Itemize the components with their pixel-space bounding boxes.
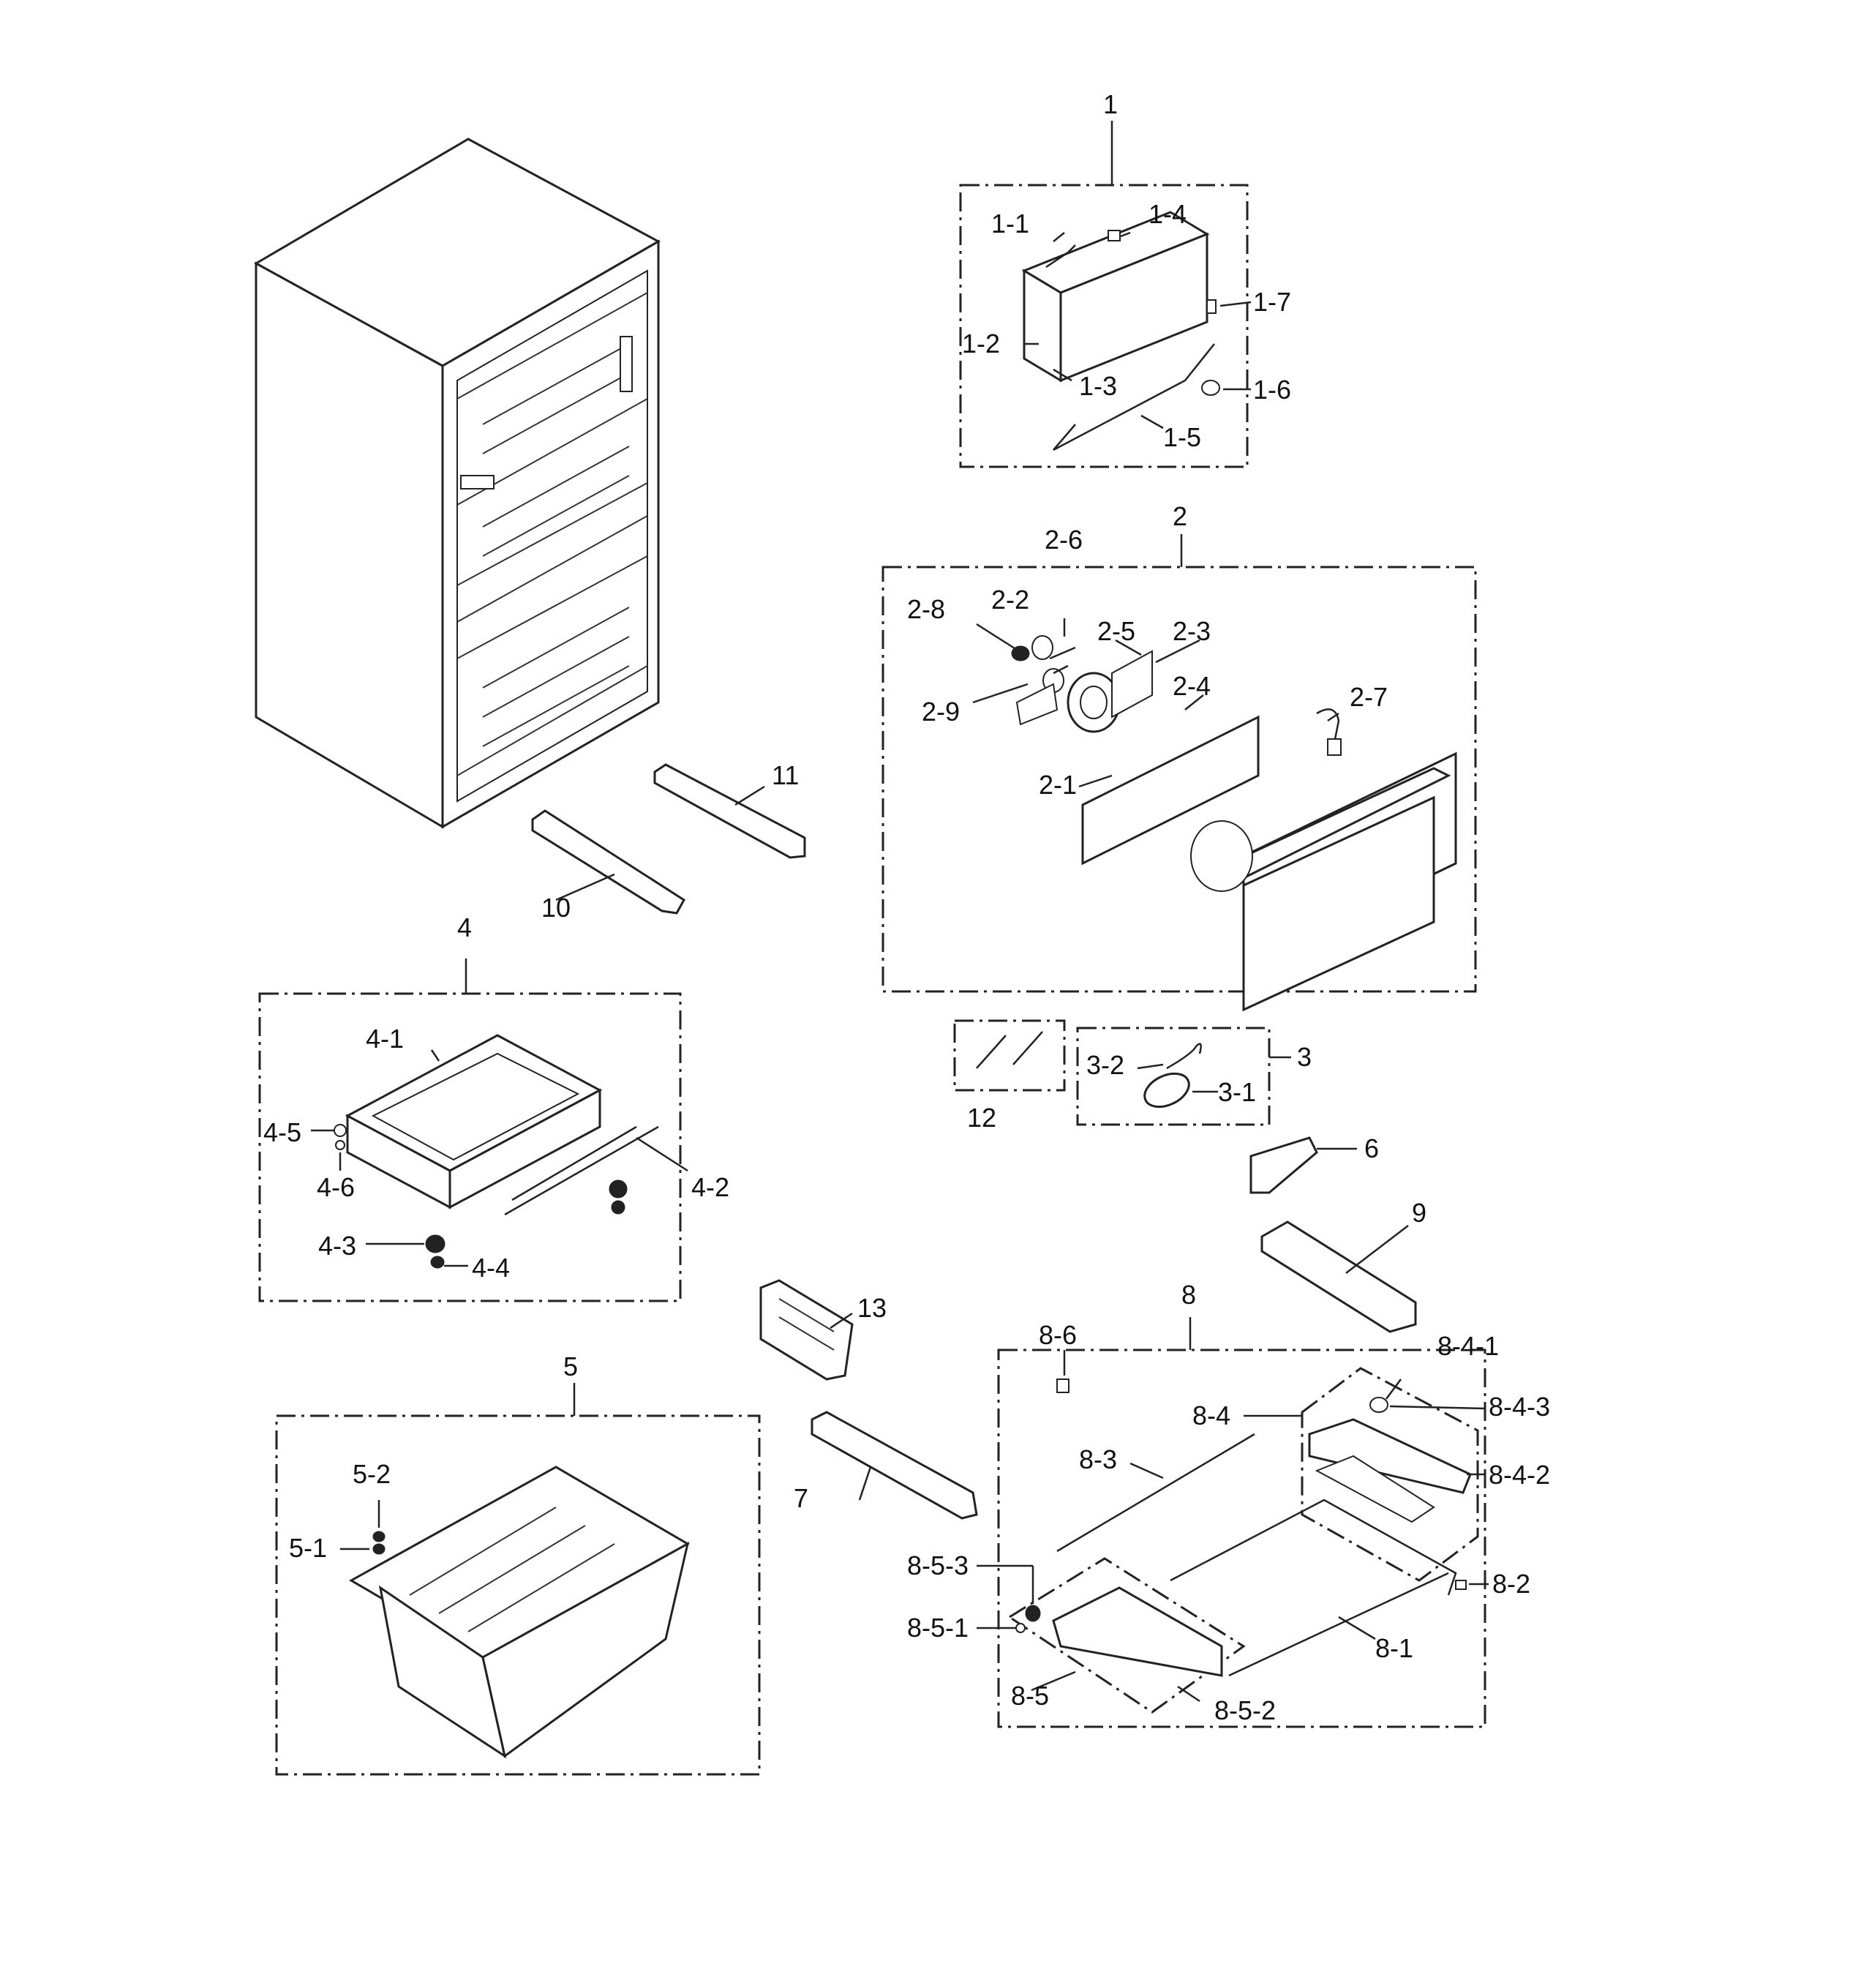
label-4-2: 4-2 [691, 1172, 729, 1202]
label-2-6: 2-6 [1045, 525, 1083, 555]
label-7: 7 [794, 1483, 808, 1513]
label-8: 8 [1181, 1280, 1196, 1310]
label-1-6: 1-6 [1253, 375, 1291, 405]
part-11 [653, 763, 806, 859]
group-box-8 [997, 1349, 1486, 1728]
label-10: 10 [541, 893, 571, 923]
refrigerator-cabinet [253, 138, 661, 829]
label-8-4-3: 8-4-3 [1489, 1392, 1550, 1422]
part-7 [811, 1411, 978, 1520]
group-box-1 [959, 184, 1249, 468]
label-3-2: 3-2 [1086, 1050, 1124, 1080]
group-box-2 [881, 566, 1477, 993]
label-1-5: 1-5 [1163, 422, 1201, 452]
label-2-8: 2-8 [907, 594, 945, 624]
label-4-6: 4-6 [317, 1172, 355, 1202]
label-8-5-2: 8-5-2 [1214, 1695, 1276, 1725]
label-4: 4 [457, 912, 472, 942]
group-box-4 [258, 992, 682, 1302]
group-box-5 [275, 1414, 761, 1776]
label-6: 6 [1364, 1133, 1379, 1163]
label-8-1: 8-1 [1375, 1633, 1413, 1663]
label-1-2: 1-2 [962, 329, 1000, 359]
label-8-3: 8-3 [1079, 1444, 1117, 1474]
part-group-3 [1076, 1027, 1291, 1126]
label-8-5-1: 8-5-1 [907, 1613, 969, 1643]
label-5-2: 5-2 [353, 1459, 391, 1489]
label-2-3: 2-3 [1173, 616, 1211, 646]
part-group-5 [275, 1383, 761, 1776]
label-1-1: 1-1 [991, 209, 1029, 239]
label-2-9: 2-9 [922, 697, 960, 727]
label-1-4: 1-4 [1148, 199, 1187, 229]
part-group-1 [959, 121, 1252, 468]
label-8-5: 8-5 [1011, 1681, 1049, 1711]
part-10 [531, 809, 685, 915]
label-4-4: 4-4 [472, 1253, 510, 1283]
label-8-6: 8-6 [1039, 1320, 1077, 1350]
label-4-3: 4-3 [318, 1231, 356, 1261]
part-group-4 [258, 959, 688, 1302]
part-9 [1260, 1220, 1417, 1333]
part-group-8 [977, 1317, 1489, 1728]
label-1-3: 1-3 [1079, 371, 1117, 401]
label-2-7: 2-7 [1350, 682, 1388, 712]
label-1-7: 1-7 [1253, 287, 1291, 317]
label-12: 12 [967, 1103, 996, 1133]
group-box-8-4 [1301, 1367, 1479, 1582]
label-1: 1 [1103, 89, 1118, 119]
label-5-1: 5-1 [289, 1533, 327, 1563]
label-5: 5 [563, 1351, 578, 1381]
label-3-1: 3-1 [1218, 1077, 1256, 1107]
label-9: 9 [1412, 1198, 1426, 1228]
part-group-2 [881, 534, 1477, 1012]
label-4-1: 4-1 [366, 1024, 404, 1054]
label-8-4-2: 8-4-2 [1489, 1460, 1550, 1490]
label-11: 11 [772, 760, 799, 790]
label-4-5: 4-5 [263, 1117, 301, 1147]
label-2-1: 2-1 [1039, 770, 1077, 800]
label-3: 3 [1297, 1042, 1312, 1072]
part-labels: 1 1-1 1-4 1-7 1-2 1-3 1-6 1-5 2 2-6 2-2 … [263, 89, 1550, 1725]
part-12 [953, 1019, 1066, 1092]
part-6 [1249, 1136, 1357, 1194]
part-13 [759, 1279, 854, 1381]
label-2-4: 2-4 [1173, 671, 1211, 701]
group-box-12 [953, 1019, 1066, 1092]
label-8-2: 8-2 [1492, 1569, 1530, 1599]
label-8-5-3: 8-5-3 [907, 1550, 969, 1580]
label-8-4: 8-4 [1192, 1400, 1230, 1430]
label-8-4-1: 8-4-1 [1437, 1331, 1499, 1361]
label-2-2: 2-2 [991, 585, 1029, 615]
label-13: 13 [857, 1293, 887, 1323]
label-2: 2 [1173, 501, 1187, 531]
label-2-5: 2-5 [1097, 616, 1135, 646]
group-box-8-5 [1007, 1557, 1246, 1714]
group-box-3 [1076, 1027, 1271, 1126]
